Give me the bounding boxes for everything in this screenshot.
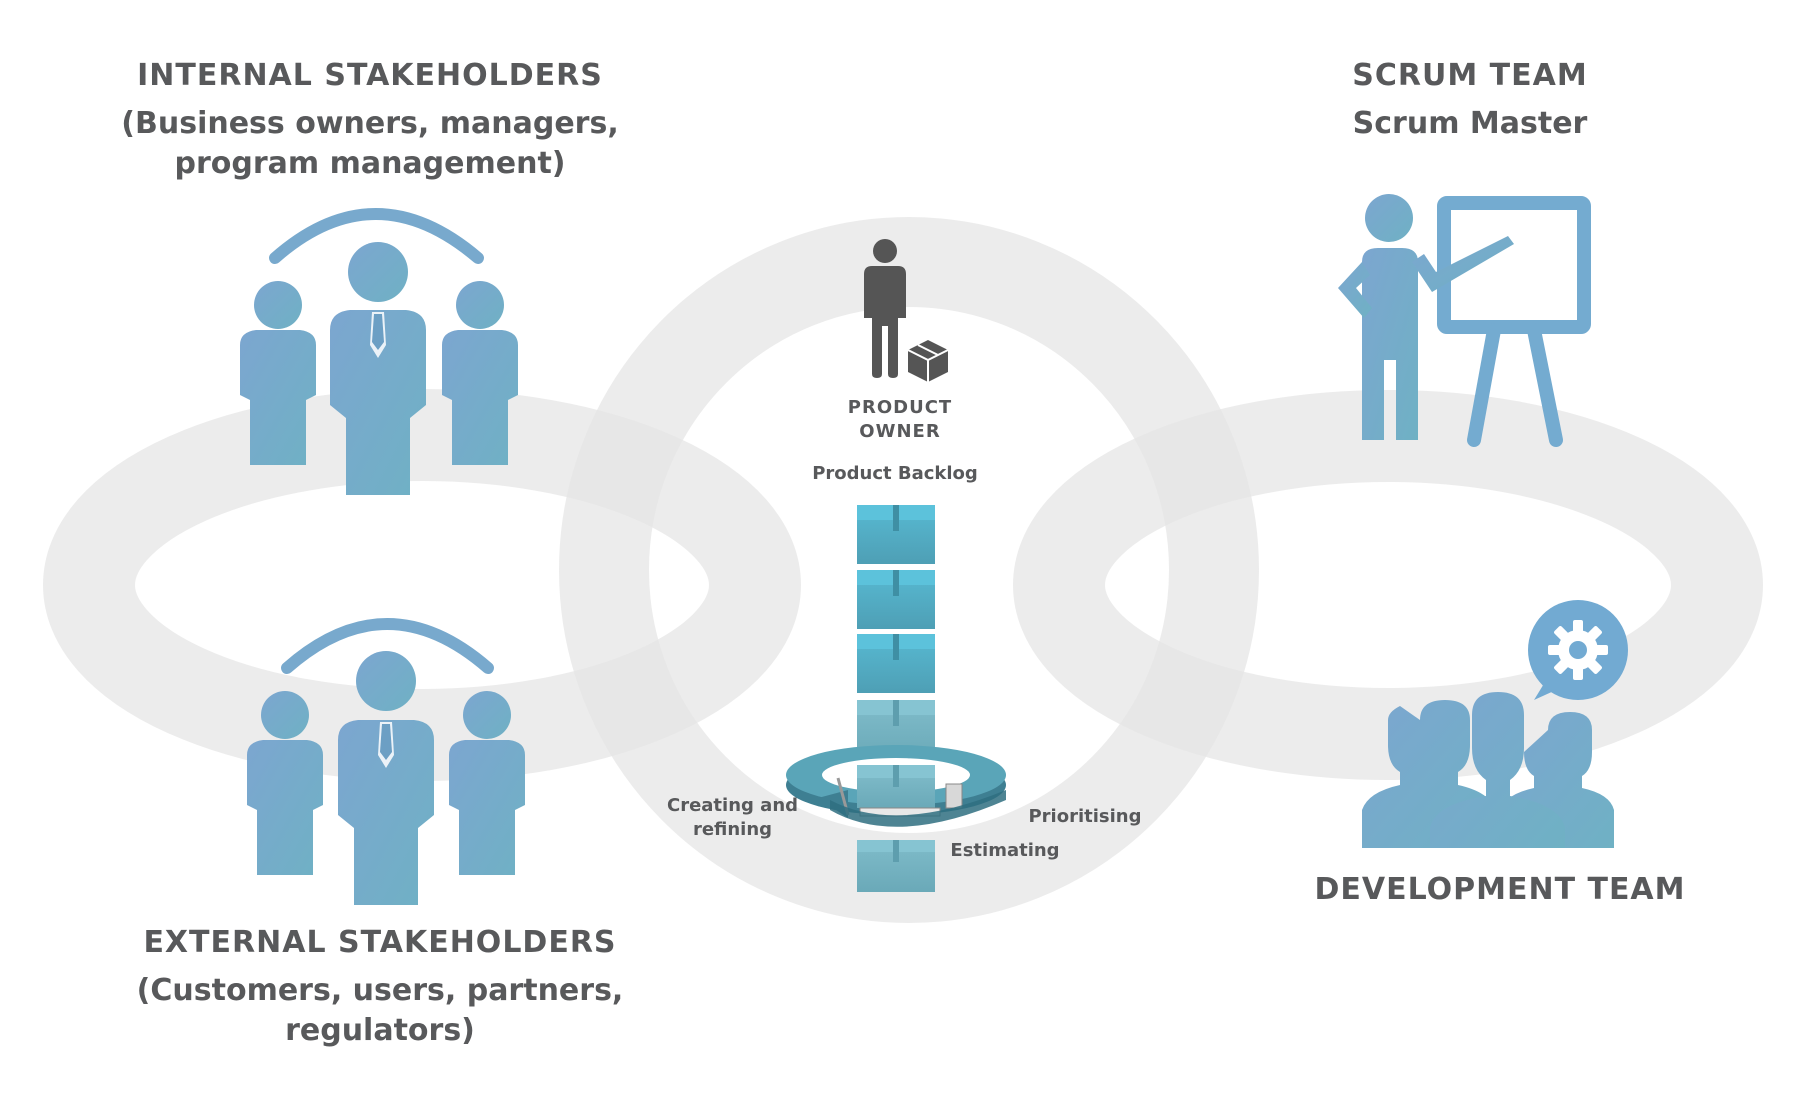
backlog-stack-icon xyxy=(786,505,1006,892)
gear-icon xyxy=(1548,620,1608,680)
product-owner-icon xyxy=(864,239,949,382)
internal-stakeholders-icon xyxy=(240,208,518,495)
backlog-box xyxy=(857,505,935,564)
external-stakeholders-line2: regulators) xyxy=(285,1013,475,1048)
backlog-box xyxy=(857,634,935,693)
creating-refining-label-line2: refining xyxy=(692,819,773,840)
product-owner-label-line1: PRODUCT xyxy=(847,397,953,418)
scrum-master-icon xyxy=(1338,194,1591,447)
scrum-master-label: Scrum Master xyxy=(1352,106,1588,141)
estimating-label: Estimating xyxy=(950,840,1060,861)
creating-refining-label-line1: Creating and xyxy=(666,795,799,816)
development-team-title: DEVELOPMENT TEAM xyxy=(1314,872,1686,907)
scrum-team-title: SCRUM TEAM xyxy=(1352,58,1588,93)
internal-stakeholders-title: INTERNAL STAKEHOLDERS xyxy=(137,58,603,93)
package-icon xyxy=(907,340,949,382)
backlog-box xyxy=(857,765,935,808)
backlog-box xyxy=(857,840,935,892)
internal-stakeholders-line1: (Business owners, managers, xyxy=(121,106,619,141)
prioritising-label: Prioritising xyxy=(1028,806,1142,827)
product-backlog-label: Product Backlog xyxy=(812,463,978,484)
external-stakeholders-icon xyxy=(247,618,525,905)
product-owner-label-line2: OWNER xyxy=(859,421,941,442)
external-stakeholders-title: EXTERNAL STAKEHOLDERS xyxy=(143,925,617,960)
backlog-box xyxy=(857,570,935,629)
external-stakeholders-line1: (Customers, users, partners, xyxy=(136,973,624,1008)
internal-stakeholders-line2: program management) xyxy=(174,146,566,181)
development-team-icon xyxy=(1362,600,1628,848)
